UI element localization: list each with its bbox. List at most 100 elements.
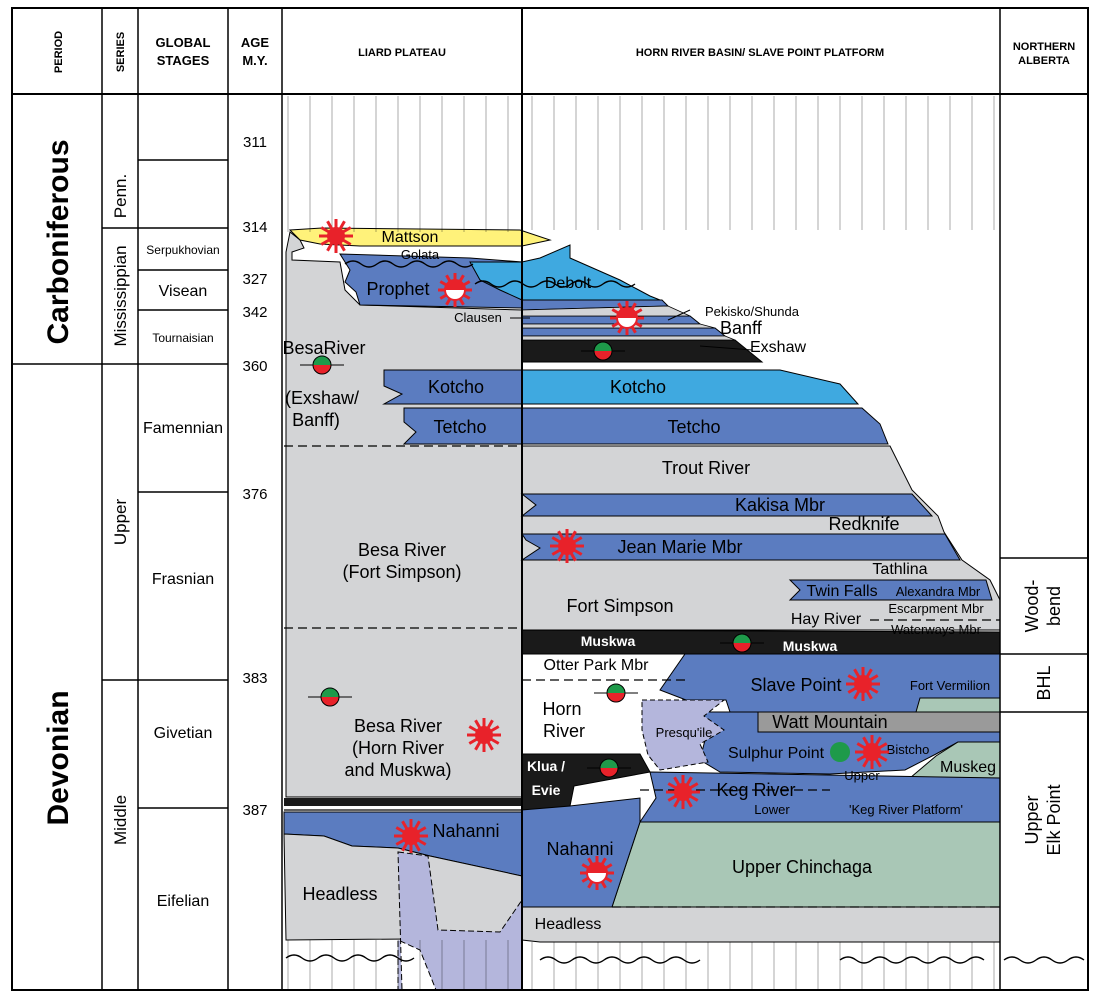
age-387: 387 <box>242 802 267 819</box>
age-342: 342 <box>242 304 267 321</box>
symbols <box>300 219 889 890</box>
horn-tetcho-label: Tetcho <box>667 417 720 437</box>
liard-nahanni-label: Nahanni <box>432 821 499 841</box>
table-grid <box>11 7 1089 991</box>
northern-woodbend-2: bend <box>1044 586 1064 626</box>
stage-tournaisian: Tournaisian <box>152 331 213 345</box>
header-age-2: M.Y. <box>242 53 267 68</box>
horn-keg-river-label: Keg River <box>716 780 795 800</box>
horn-upper-label: Upper <box>844 768 880 783</box>
horn-fort-vermilion <box>915 697 1001 713</box>
horn-twin-falls <box>788 579 993 601</box>
age-327: 327 <box>242 271 267 288</box>
horn-muskwa-left-label: Muskwa <box>581 633 636 649</box>
header-period: PERIOD <box>53 31 65 73</box>
horn-trout-river-label: Trout River <box>662 458 750 478</box>
table-header: PERIOD SERIES GLOBAL STAGES AGE M.Y. LIA… <box>53 31 1075 73</box>
horn-lower-label: Lower <box>754 802 790 817</box>
header-northern-alberta-1: NORTHERN <box>1013 41 1075 53</box>
horn-escarpment-label: Escarpment Mbr <box>888 601 984 616</box>
horn-nahanni-label: Nahanni <box>546 839 613 859</box>
horn-klua-label-2: Evie <box>532 782 561 798</box>
stage-givetian: Givetian <box>154 725 213 742</box>
series-column: Penn. Mississippian Upper Middle <box>111 174 130 845</box>
liard-muskwa-black <box>284 798 522 806</box>
horn-muskeg-label: Muskeg <box>940 759 996 776</box>
horn-exshaw-label: Exshaw <box>750 339 806 356</box>
northern-woodbend-1: Wood- <box>1022 580 1042 633</box>
oil-gas-show-symbol <box>587 758 631 778</box>
horn-hay-river-label: Hay River <box>791 611 862 628</box>
gas-show-symbol <box>846 667 880 701</box>
liard-prophet-label: Prophet <box>366 279 429 299</box>
gas-condensate-symbol <box>610 301 644 335</box>
liard-clausen-label: Clausen <box>454 310 502 325</box>
age-383: 383 <box>242 670 267 687</box>
age-360: 360 <box>242 358 267 375</box>
liard-besariver-label-2: (Exshaw/ <box>285 388 359 408</box>
period-carboniferous: Carboniferous <box>42 139 75 344</box>
liard-besa-horn-muskwa-1: Besa River <box>354 716 442 736</box>
horn-jean-marie-label: Jean Marie Mbr <box>617 537 742 557</box>
header-liard-plateau: LIARD PLATEAU <box>358 47 446 59</box>
stages-column: Serpukhovian Visean Tournaisian Famennia… <box>143 243 223 910</box>
oil-gas-show-symbol <box>308 687 352 707</box>
formation-fills <box>283 227 1001 991</box>
liard-besa-fort-simpson-2: (Fort Simpson) <box>342 562 461 582</box>
stage-serpukhovian: Serpukhovian <box>146 243 219 257</box>
series-middle: Middle <box>111 795 130 845</box>
horn-redknife-label: Redknife <box>828 514 899 534</box>
gas-show-symbol <box>467 718 501 752</box>
series-penn: Penn. <box>111 174 130 218</box>
oil-gas-show-symbol <box>300 355 344 375</box>
northern-bhl: BHL <box>1034 665 1054 700</box>
series-upper: Upper <box>111 499 130 546</box>
horn-banff-band-2 <box>521 327 727 337</box>
stage-frasnian: Frasnian <box>152 571 214 588</box>
horn-tathlina-label: Tathlina <box>872 561 927 578</box>
northern-elk-point-1: Upper <box>1022 795 1042 844</box>
horn-banff-label: Banff <box>720 318 763 338</box>
horn-fort-vermilion-label: Fort Vermilion <box>910 678 990 693</box>
northern-alberta-labels: Wood- bend BHL Upper Elk Point <box>1022 580 1064 856</box>
horn-bistcho-label: Bistcho <box>887 742 930 757</box>
horn-otter-park-label: Otter Park Mbr <box>544 657 650 674</box>
horn-kakisa <box>520 493 934 517</box>
gas-show-symbol <box>666 775 700 809</box>
horn-horn-river-label-1: Horn <box>542 699 581 719</box>
horn-kotcho-label: Kotcho <box>610 377 666 397</box>
horn-presquile <box>641 699 726 771</box>
oil-gas-show-symbol <box>594 683 638 703</box>
gas-condensate-symbol <box>580 856 614 890</box>
horn-pekisko-label: Pekisko/Shunda <box>705 304 800 319</box>
gas-show-symbol <box>319 219 353 253</box>
header-series: SERIES <box>115 32 127 72</box>
horn-exshaw-black <box>521 339 764 363</box>
gas-show-symbol <box>855 735 889 769</box>
horn-slave-point-label: Slave Point <box>750 675 841 695</box>
period-column: Carboniferous Devonian <box>42 139 75 825</box>
liard-mattson-label: Mattson <box>382 229 439 246</box>
horn-waterways-label: Waterways Mbr <box>891 622 981 637</box>
oil-show-symbol <box>830 742 850 762</box>
horn-presquile-label: Presqu'ile <box>656 725 713 740</box>
horn-sulphur-point-label: Sulphur Point <box>728 745 825 762</box>
header-horn-river-basin: HORN RIVER BASIN/ SLAVE POINT PLATFORM <box>636 47 884 59</box>
gas-show-symbol <box>394 819 428 853</box>
header-northern-alberta-2: ALBERTA <box>1018 55 1070 67</box>
horn-watt-mountain-label: Watt Mountain <box>772 712 887 732</box>
liard-besariver-label-1: BesaRiver <box>282 338 365 358</box>
liard-besa-fort-simpson-1: Besa River <box>358 540 446 560</box>
period-devonian: Devonian <box>42 690 75 825</box>
liard-golata-label: Golata <box>401 247 440 262</box>
series-mississippian: Mississippian <box>111 245 130 346</box>
horn-muskwa-right-label: Muskwa <box>783 638 838 654</box>
horn-headless-label: Headless <box>535 916 602 933</box>
age-314: 314 <box>242 219 267 236</box>
horn-labels: Debolt Pekisko/Shunda Banff Exshaw Kotch… <box>527 275 996 933</box>
stage-eifelian: Eifelian <box>157 893 209 910</box>
horn-kakisa-label: Kakisa Mbr <box>735 495 825 515</box>
horn-fort-simpson-label: Fort Simpson <box>566 596 673 616</box>
oil-gas-show-symbol <box>581 341 625 361</box>
